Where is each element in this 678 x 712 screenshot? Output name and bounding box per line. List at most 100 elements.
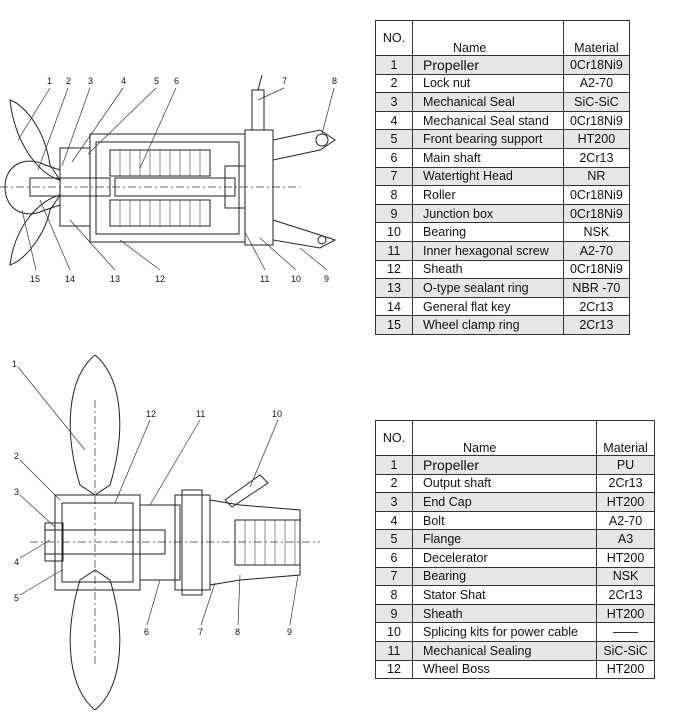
row-no: 10 — [375, 622, 413, 642]
row-material: HT200 — [596, 547, 655, 568]
callout-7: 7 — [198, 627, 203, 637]
row-material: HT200 — [596, 492, 655, 512]
row-name: Wheel clamp ring — [412, 315, 564, 335]
header-name: Name — [412, 20, 564, 56]
row-name: Front bearing support — [412, 129, 564, 149]
row-no: 6 — [375, 547, 413, 568]
row-material: HT200 — [596, 603, 655, 624]
row-no: 12 — [375, 259, 413, 280]
row-material: NSK — [596, 566, 655, 587]
callout-5: 5 — [14, 593, 19, 603]
row-material: HT200 — [596, 659, 655, 680]
row-name: Roller — [412, 185, 564, 205]
wheel-boss — [54, 494, 141, 591]
row-no: 14 — [375, 296, 413, 317]
row-no: 1 — [375, 455, 413, 475]
row-material: 0Cr18Ni9 — [562, 185, 631, 205]
row-name: Sheath — [412, 259, 564, 280]
callout-10: 10 — [291, 274, 301, 284]
parts-table-2-header: NO. Name Material — [375, 420, 655, 456]
row-name: Stator Shat — [411, 585, 598, 605]
row-material: 2Cr13 — [596, 473, 655, 494]
row-material: 0Cr18Ni9 — [562, 55, 631, 75]
mixer-drawing-1: 1 2 3 4 5 6 7 8 15 14 13 12 11 10 9 — [0, 70, 360, 300]
row-material: A2-70 — [562, 73, 631, 94]
row-no: 8 — [375, 185, 413, 205]
callout-11: 11 — [196, 409, 205, 419]
row-name: End Cap — [411, 492, 598, 512]
callout-8: 8 — [332, 76, 337, 86]
row-no: 9 — [375, 603, 413, 624]
propeller-blade-top — [69, 355, 121, 496]
row-no: 2 — [375, 473, 413, 494]
header-material: Material — [596, 420, 655, 456]
row-no: 11 — [375, 640, 413, 661]
callout-2: 2 — [66, 76, 71, 86]
row-no: 5 — [375, 129, 413, 149]
header-name: Name — [411, 420, 598, 456]
header-no: NO. — [375, 20, 413, 56]
row-name: Mechanical Sealing — [411, 640, 598, 661]
callout-4: 4 — [14, 557, 19, 567]
row-no: 10 — [375, 222, 413, 242]
stator — [234, 519, 301, 566]
shaft-front — [29, 177, 111, 197]
row-name: Splicing kits for power cable — [411, 622, 598, 642]
row-name: Sheath — [411, 603, 598, 624]
row-material: A3 — [596, 529, 655, 549]
row-no: 5 — [375, 529, 413, 549]
mixer-2-cross-section: 1 12 11 10 2 3 4 5 6 7 8 9 — [12, 355, 320, 710]
rotor — [114, 177, 236, 197]
cable-kit — [224, 474, 269, 508]
propeller-blade-bottom — [69, 569, 121, 710]
roller — [315, 133, 329, 147]
row-name: Decelerator — [411, 547, 598, 568]
row-name: Propeller — [412, 55, 564, 75]
row-name: Bearing — [412, 222, 564, 242]
row-name: Bolt — [411, 510, 598, 531]
junction-box — [244, 129, 274, 246]
row-no: 15 — [375, 315, 413, 335]
end-cap — [44, 522, 64, 562]
callout-1: 1 — [47, 76, 52, 86]
row-no: 4 — [375, 510, 413, 531]
parts-table-1-header: NO. Name Material — [375, 20, 631, 56]
row-no: 6 — [375, 147, 413, 168]
row-material: NR — [562, 166, 631, 187]
row-material: A2-70 — [562, 240, 631, 261]
row-name: Mechanical Seal — [412, 92, 564, 112]
row-material: 0Cr18Ni9 — [562, 110, 631, 131]
callout-4: 4 — [121, 76, 126, 86]
row-no: 8 — [375, 585, 413, 605]
header-no: NO. — [375, 420, 413, 456]
row-no: 3 — [375, 492, 413, 512]
callout-3: 3 — [14, 487, 19, 497]
row-name: O-type sealant ring — [412, 278, 564, 298]
row-no: 2 — [375, 73, 413, 94]
row-material: 2Cr13 — [562, 315, 631, 335]
callout-7: 7 — [282, 76, 287, 86]
callout-10: 10 — [272, 409, 282, 419]
row-name: Watertight Head — [412, 166, 564, 187]
callout-9: 9 — [324, 274, 329, 284]
row-no: 12 — [375, 659, 413, 680]
row-material: 2Cr13 — [562, 147, 631, 168]
row-material: 2Cr13 — [596, 585, 655, 605]
row-name: Mechanical Seal stand — [412, 110, 564, 131]
